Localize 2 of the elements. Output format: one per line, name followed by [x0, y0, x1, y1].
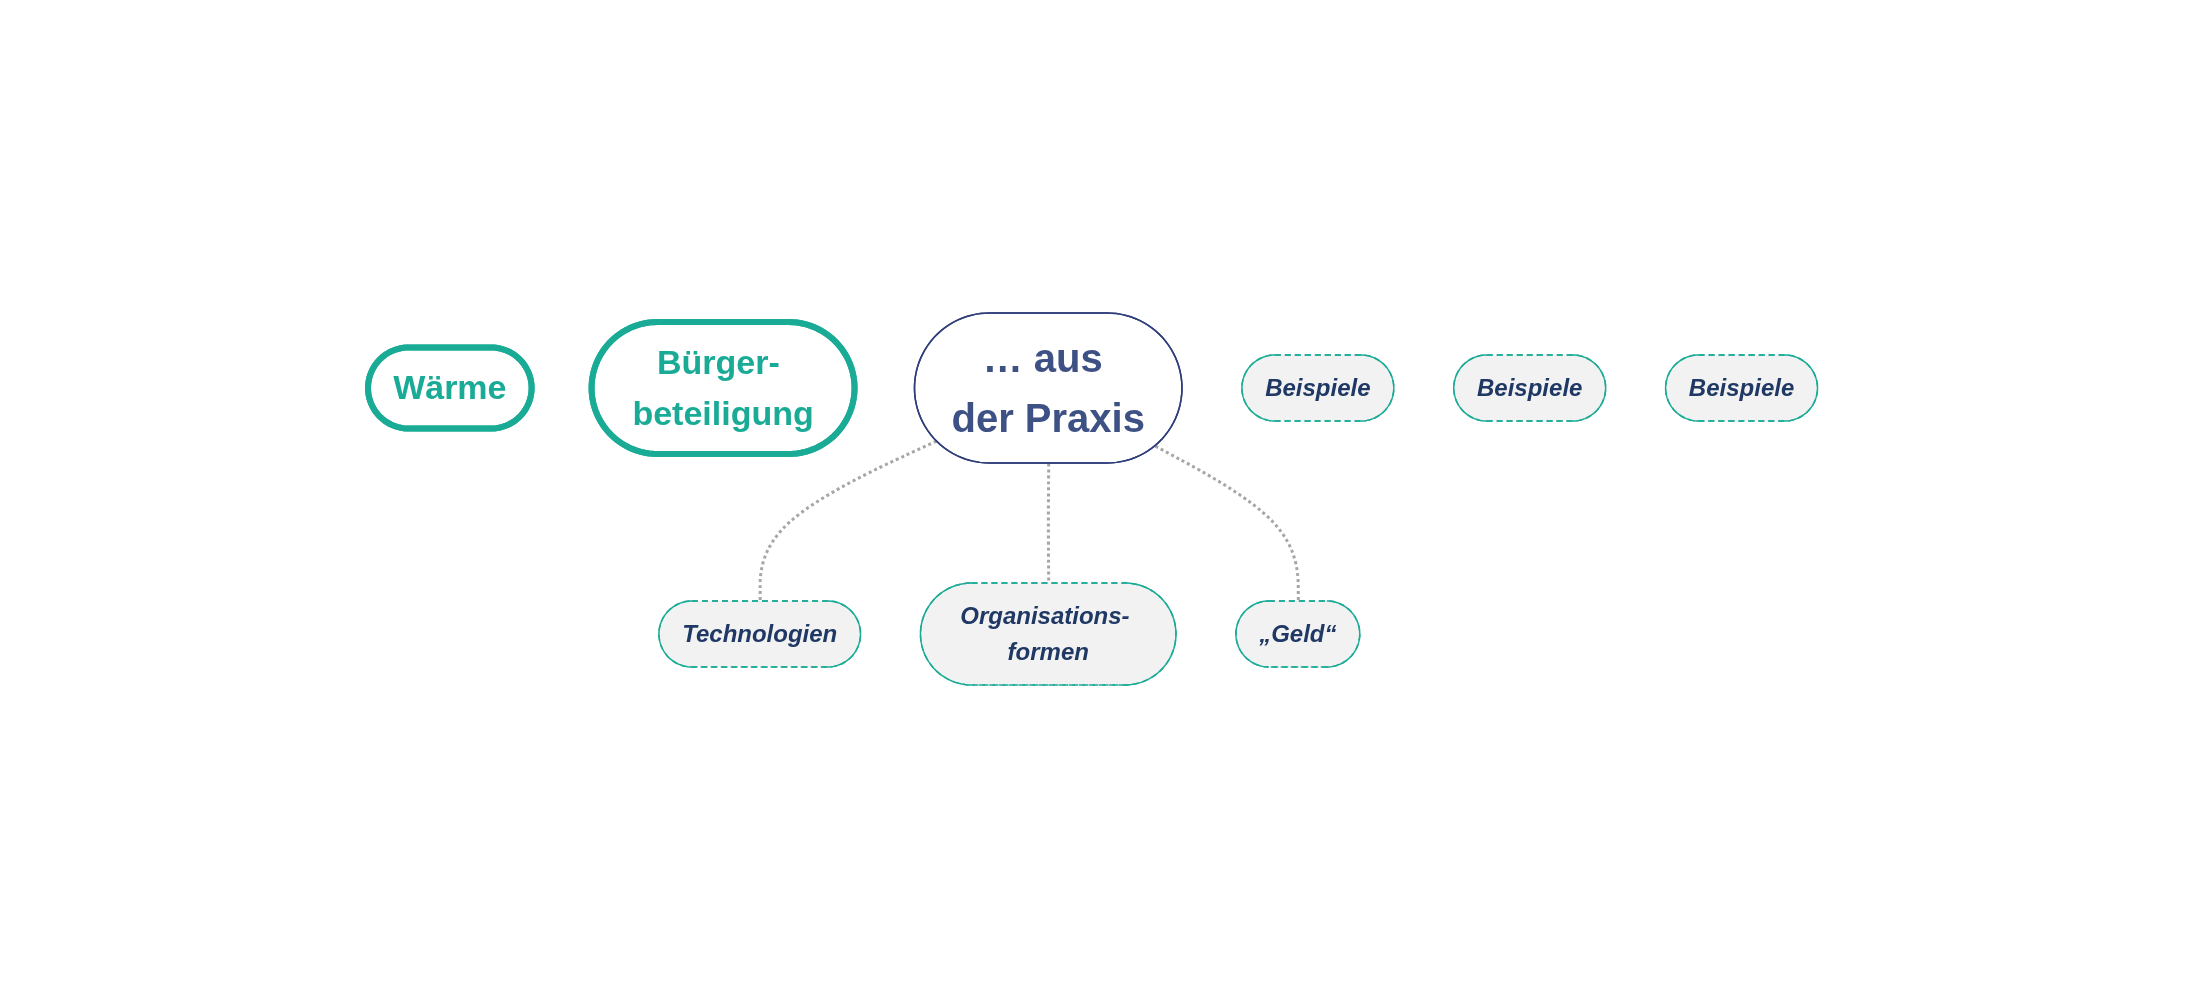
connector — [758, 439, 937, 602]
connector — [1154, 444, 1300, 602]
